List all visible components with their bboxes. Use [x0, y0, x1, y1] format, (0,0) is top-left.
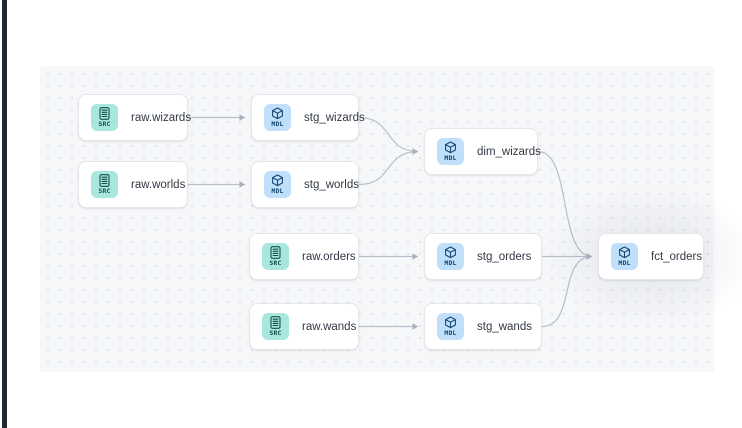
node-label: dim_wizards — [477, 145, 541, 158]
edge-arrowhead — [412, 148, 418, 155]
node-label: raw.wands — [302, 320, 357, 333]
node-label: stg_worlds — [304, 178, 359, 191]
node-label: stg_orders — [477, 250, 532, 263]
edge-layer — [188, 114, 593, 330]
cube-icon: MDL — [611, 243, 638, 270]
node-label: stg_wands — [477, 320, 532, 333]
lineage-node-raw-orders[interactable]: SRC raw.orders — [249, 233, 359, 280]
edge-stg-worlds-to-dim-wizards — [358, 150, 419, 186]
lineage-node-raw-worlds[interactable]: SRC raw.worlds — [78, 161, 188, 208]
lineage-node-fct-orders[interactable]: MDL fct_orders — [598, 233, 704, 280]
edge-stg-wands-to-fct-orders — [541, 255, 593, 328]
node-label: raw.worlds — [131, 178, 186, 191]
lineage-node-raw-wizards[interactable]: SRC raw.wizards — [78, 94, 192, 141]
edge-stg-wizards-to-dim-wizards — [358, 116, 419, 153]
lineage-node-stg-wands[interactable]: MDL stg_wands — [424, 303, 542, 350]
cube-icon: MDL — [437, 138, 464, 165]
database-icon: SRC — [91, 104, 118, 131]
left-nav-rail[interactable] — [2, 0, 7, 428]
node-label: stg_wizards — [304, 111, 365, 124]
edge-arrowhead — [239, 181, 245, 188]
database-icon: SRC — [262, 313, 289, 340]
lineage-node-stg-worlds[interactable]: MDL stg_worlds — [251, 161, 359, 208]
node-label: raw.orders — [302, 250, 356, 263]
edge-arrowhead — [586, 253, 592, 260]
edge-dim-wizards-to-fct-orders — [537, 150, 593, 258]
database-icon: SRC — [91, 171, 118, 198]
node-label: raw.wizards — [131, 111, 192, 124]
node-label: fct_orders — [651, 250, 703, 263]
cube-icon: MDL — [264, 171, 291, 198]
lineage-node-dim-wizards[interactable]: MDL dim_wizards — [424, 128, 541, 175]
edge-arrowhead — [412, 323, 418, 330]
edge-arrowhead — [412, 253, 418, 260]
lineage-node-stg-orders[interactable]: MDL stg_orders — [424, 233, 542, 280]
lineage-node-stg-wizards[interactable]: MDL stg_wizards — [251, 94, 365, 141]
edge-arrowhead — [239, 114, 245, 121]
database-icon: SRC — [262, 243, 289, 270]
cube-icon: MDL — [264, 104, 291, 131]
cube-icon: MDL — [437, 313, 464, 340]
lineage-node-raw-wands[interactable]: SRC raw.wands — [249, 303, 359, 350]
cube-icon: MDL — [437, 243, 464, 270]
